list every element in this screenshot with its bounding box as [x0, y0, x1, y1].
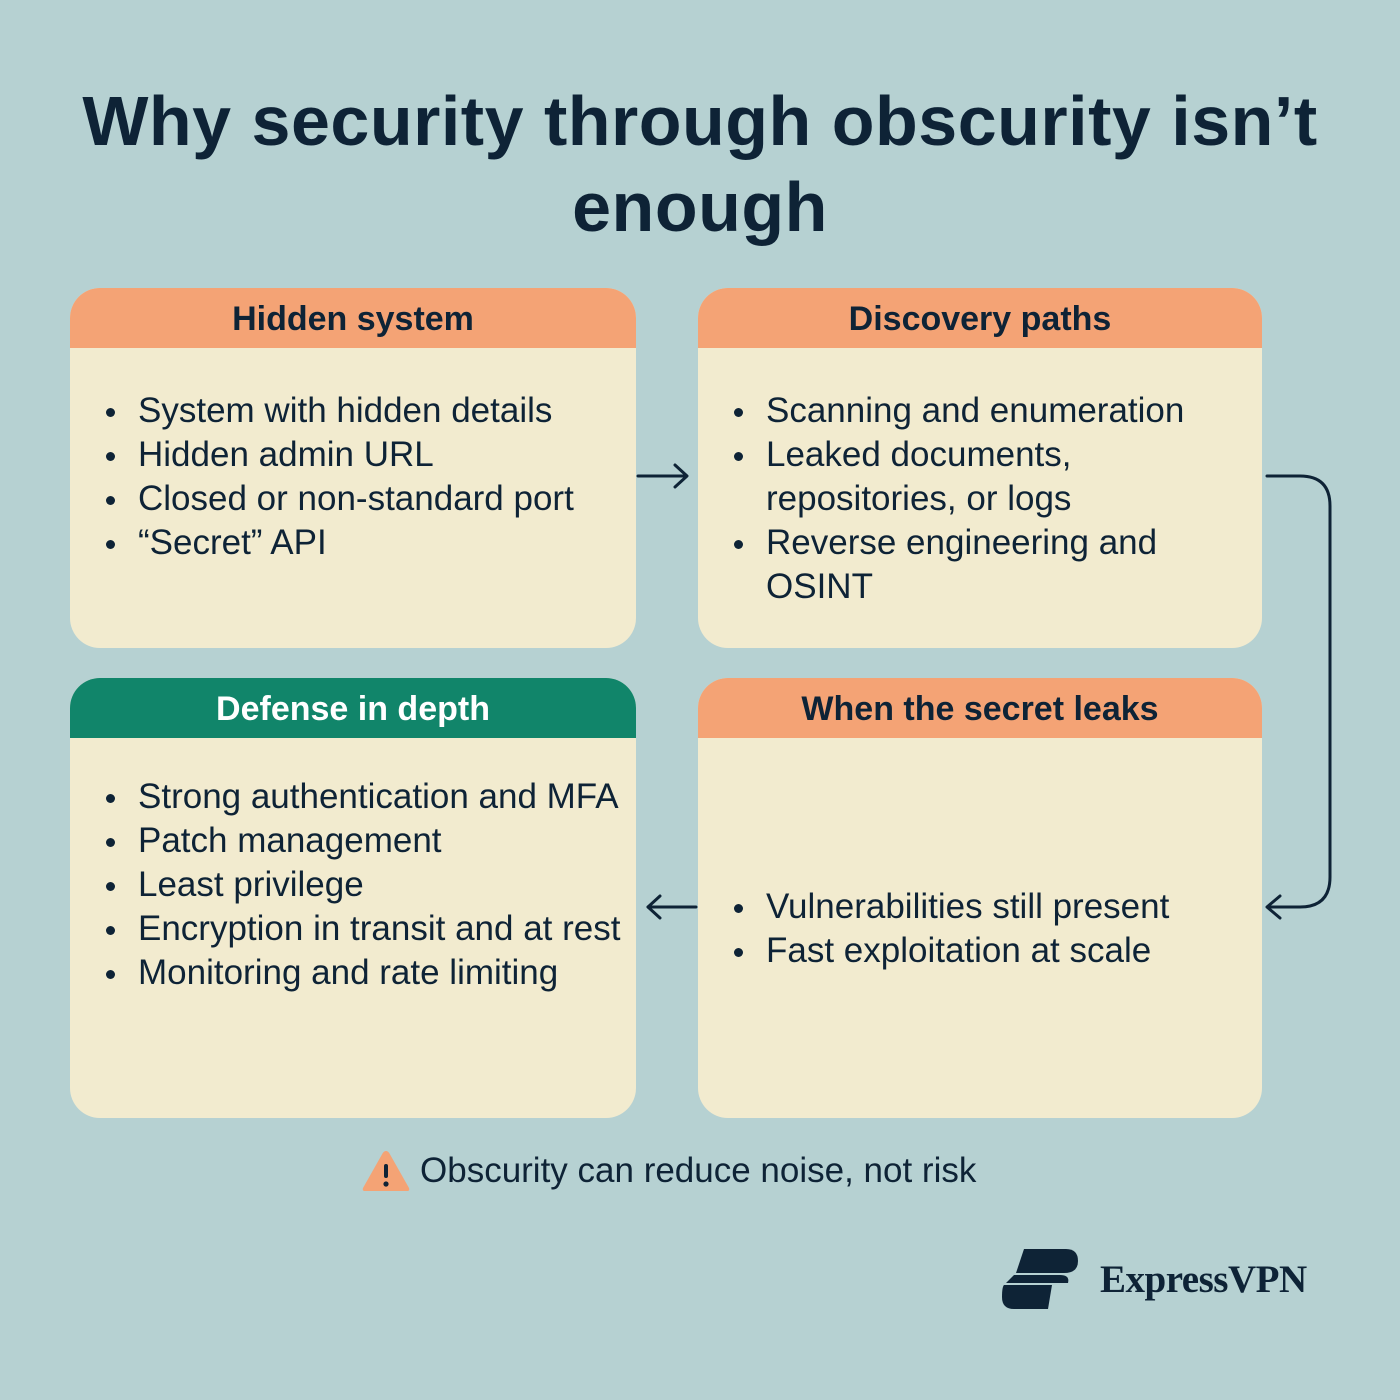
card-hidden-system: Hidden system System with hidden details… — [70, 288, 636, 648]
warning-note: Obscurity can reduce noise, not risk — [360, 1146, 1060, 1196]
bullet-list: System with hidden details Hidden admin … — [70, 389, 636, 565]
bullet-list: Vulnerabilities still present Fast explo… — [698, 885, 1262, 973]
bullet-list: Scanning and enumeration Leaked document… — [698, 389, 1262, 609]
arrow-left-icon — [646, 894, 698, 920]
list-item: Reverse engineering and OSINT — [698, 521, 1262, 609]
card-heading: Hidden system — [70, 288, 636, 348]
brand-logo: ExpressVPN — [1000, 1246, 1340, 1312]
expressvpn-logo-icon — [1002, 1249, 1078, 1309]
list-item: Vulnerabilities still present — [698, 885, 1262, 929]
arrow-connector-down — [1265, 474, 1332, 920]
list-item: Patch management — [70, 819, 636, 863]
bullet-list: Strong authentication and MFA Patch mana… — [70, 775, 636, 995]
brand-name: ExpressVPN — [1100, 1257, 1307, 1301]
card-heading: When the secret leaks — [698, 678, 1262, 738]
list-item: Monitoring and rate limiting — [70, 951, 636, 995]
list-item: Fast exploitation at scale — [698, 929, 1262, 973]
list-item: Strong authentication and MFA — [70, 775, 636, 819]
list-item: Scanning and enumeration — [698, 389, 1262, 433]
list-item: Encryption in transit and at rest — [70, 907, 636, 951]
card-discovery-paths: Discovery paths Scanning and enumeration… — [698, 288, 1262, 648]
card-heading: Defense in depth — [70, 678, 636, 738]
list-item: System with hidden details — [70, 389, 636, 433]
arrow-right-icon — [636, 463, 689, 489]
warning-icon — [362, 1151, 410, 1191]
list-item: Hidden admin URL — [70, 433, 636, 477]
warning-note-text: Obscurity can reduce noise, not risk — [420, 1151, 977, 1190]
list-item: Closed or non-standard port — [70, 477, 636, 521]
card-defense-in-depth: Defense in depth Strong authentication a… — [70, 678, 636, 1118]
card-heading: Discovery paths — [698, 288, 1262, 348]
list-item: Least privilege — [70, 863, 636, 907]
list-item: “Secret” API — [70, 521, 636, 565]
card-secret-leaks: When the secret leaks Vulnerabilities st… — [698, 678, 1262, 1118]
list-item: Leaked documents, repositories, or logs — [698, 433, 1262, 521]
page-title: Why security through obscurity isn’t eno… — [82, 82, 1318, 246]
